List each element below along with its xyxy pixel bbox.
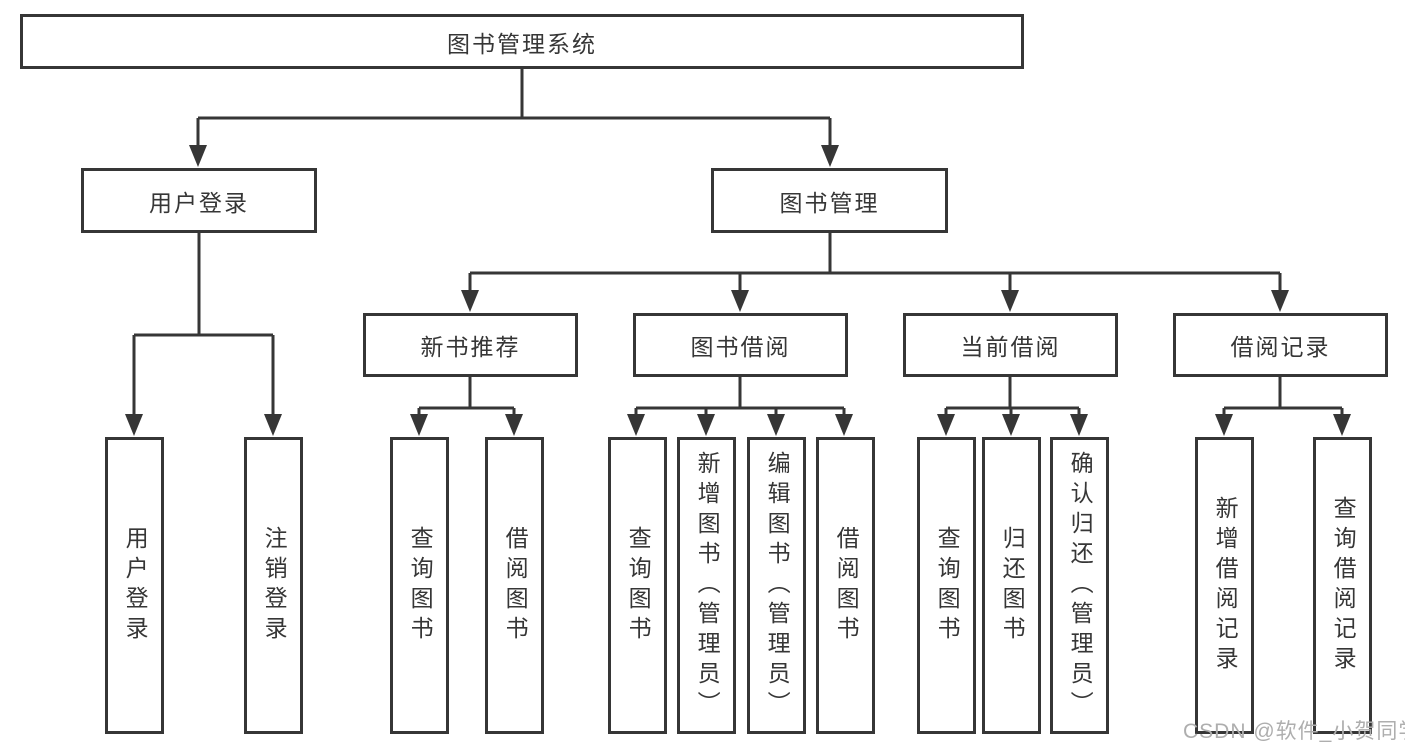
leaf-return-books: 归还图书: [982, 437, 1041, 734]
leaf-borrow-books-1: 借阅图书: [485, 437, 544, 734]
node-book-borrow: 图书借阅: [633, 313, 848, 377]
leaf-add-borrow-record: 新增借阅记录: [1195, 437, 1254, 734]
node-current-borrow: 当前借阅: [903, 313, 1118, 377]
leaf-query-books-2-label: 查询图书: [625, 525, 652, 646]
leaf-query-borrow-record: 查询借阅记录: [1313, 437, 1372, 734]
leaf-logout-label: 注销登录: [261, 525, 288, 646]
watermark: CSDN @软件_小贺同学: [1183, 720, 1405, 743]
leaf-add-borrow-record-label: 新增借阅记录: [1212, 495, 1239, 676]
leaf-query-books-1-label: 查询图书: [407, 525, 434, 646]
leaf-confirm-return-admin-label: 确认归还（管理员）: [1067, 450, 1094, 721]
leaf-logout: 注销登录: [244, 437, 303, 734]
leaf-user-login: 用户登录: [105, 437, 164, 734]
leaf-confirm-return-admin: 确认归还（管理员）: [1050, 437, 1109, 734]
leaf-borrow-books-2: 借阅图书: [816, 437, 875, 734]
leaf-return-books-label: 归还图书: [999, 525, 1026, 646]
leaf-borrow-books-2-label: 借阅图书: [833, 525, 860, 646]
leaf-borrow-books-1-label: 借阅图书: [502, 525, 529, 646]
leaf-query-books-2: 查询图书: [608, 437, 667, 734]
leaf-query-books-3: 查询图书: [917, 437, 976, 734]
leaf-add-books-admin-label: 新增图书（管理员）: [694, 450, 721, 721]
leaf-query-books-1: 查询图书: [390, 437, 449, 734]
node-new-book-recommend: 新书推荐: [363, 313, 578, 377]
leaf-add-books-admin: 新增图书（管理员）: [677, 437, 736, 734]
leaf-edit-books-admin-label: 编辑图书（管理员）: [764, 450, 791, 721]
node-user-login: 用户登录: [81, 168, 317, 233]
leaf-query-borrow-record-label: 查询借阅记录: [1330, 495, 1357, 676]
leaf-query-books-3-label: 查询图书: [934, 525, 961, 646]
leaf-edit-books-admin: 编辑图书（管理员）: [747, 437, 806, 734]
node-book-management: 图书管理: [711, 168, 948, 233]
leaf-user-login-label: 用户登录: [122, 525, 149, 646]
node-borrow-records: 借阅记录: [1173, 313, 1388, 377]
node-root-library-system: 图书管理系统: [20, 14, 1024, 69]
